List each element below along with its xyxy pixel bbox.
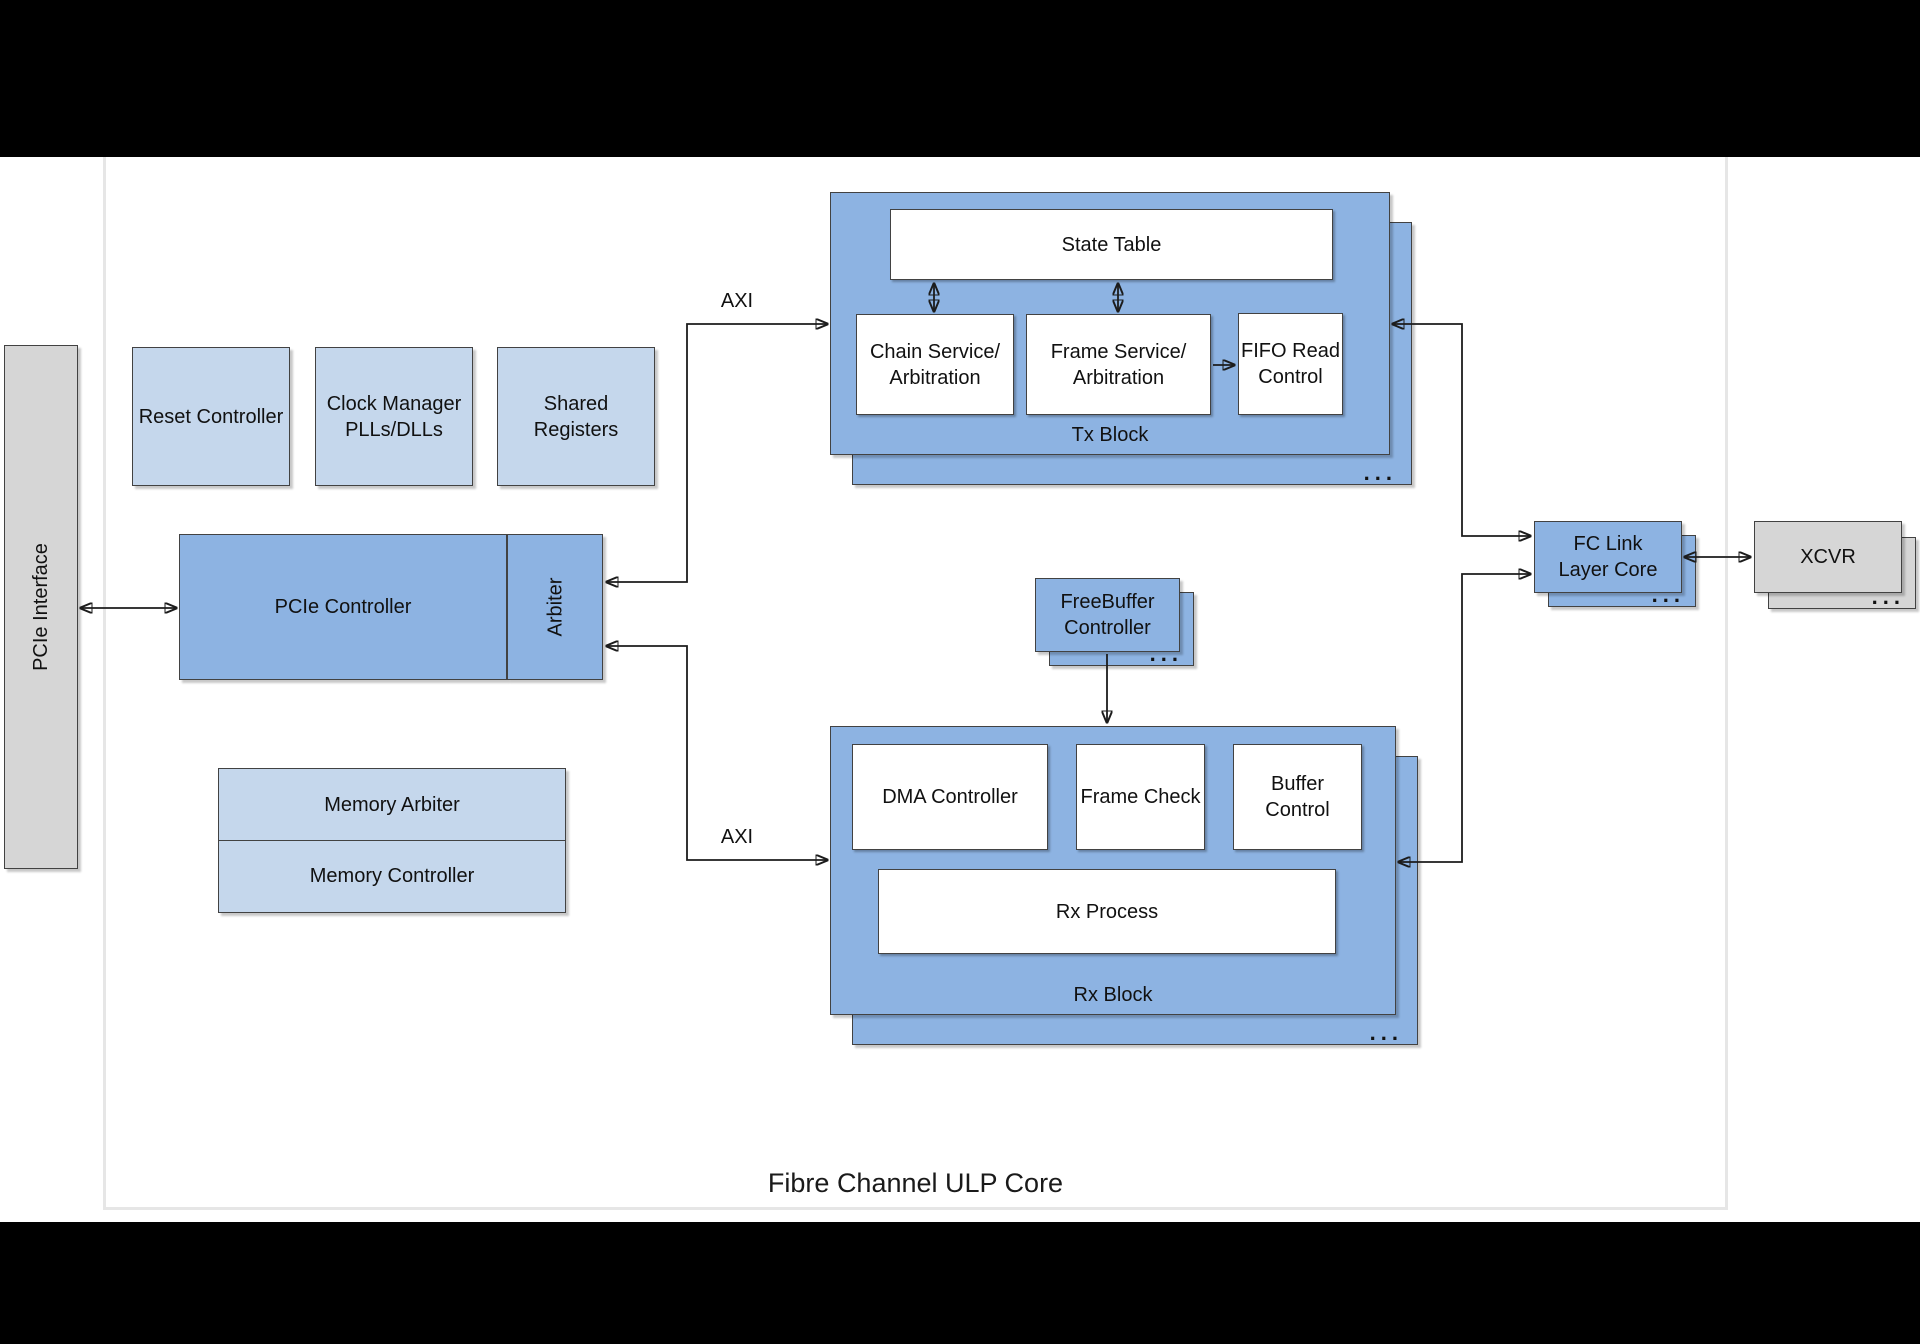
rx-process-label: Rx Process: [1055, 900, 1159, 923]
letterbox-top: [0, 0, 1920, 157]
reset-controller-label: Reset Controller: [138, 405, 284, 428]
arbiter-label: Arbiter: [544, 577, 566, 637]
axi-label-tx: AXI: [720, 290, 754, 312]
rx-process-block: Rx Process: [878, 869, 1336, 954]
pcie-interface-block: PCIe Interface: [4, 345, 78, 869]
chain-service-block: Chain Service/ Arbitration: [856, 314, 1014, 415]
xcvr-label: XCVR: [1800, 546, 1856, 568]
shared-registers-block: Shared Registers: [497, 347, 655, 486]
state-table-block: State Table: [890, 209, 1333, 280]
tx-block-label: Tx Block: [1071, 424, 1149, 446]
freebuffer-controller-label: FreeBuffer Controller: [1060, 591, 1155, 639]
dma-controller-block: DMA Controller: [852, 744, 1048, 850]
freebuffer-controller-block: FreeBuffer Controller: [1035, 578, 1180, 652]
arbiter-block: Arbiter: [507, 534, 603, 680]
shared-registers-label: Shared Registers: [533, 392, 619, 441]
fifo-read-control-block: FIFO Read Control: [1238, 313, 1343, 415]
axi-label-rx: AXI: [720, 826, 754, 848]
chain-service-label: Chain Service/ Arbitration: [869, 340, 1001, 389]
memory-controller-block: Memory Controller: [219, 839, 565, 913]
frame-service-block: Frame Service/ Arbitration: [1026, 314, 1211, 415]
fifo-read-control-label: FIFO Read Control: [1241, 340, 1340, 388]
clock-manager-label: Clock Manager PLLs/DLLs: [326, 392, 462, 441]
fc-link-layer-core-label: FC Link Layer Core: [1558, 533, 1658, 581]
diagram-title: Fibre Channel ULP Core: [767, 1168, 1064, 1198]
memory-arbiter-label: Memory Arbiter: [324, 793, 460, 816]
memory-controller-label: Memory Controller: [309, 865, 475, 888]
reset-controller-block: Reset Controller: [132, 347, 290, 486]
pcie-controller-block: PCIe Controller: [179, 534, 507, 680]
buffer-control-block: Buffer Control: [1233, 744, 1362, 850]
memory-arbiter-block: Memory Arbiter: [219, 769, 565, 841]
frame-check-block: Frame Check: [1076, 744, 1205, 850]
dma-controller-label: DMA Controller: [882, 786, 1018, 808]
letterbox-bottom: [0, 1222, 1920, 1344]
rx-block-more-indicator: ...: [1369, 1020, 1403, 1045]
tx-block-more-indicator: ...: [1363, 460, 1397, 485]
fc-link-layer-core-block: FC Link Layer Core: [1534, 521, 1682, 593]
state-table-label: State Table: [1061, 233, 1162, 256]
buffer-control-label: Buffer Control: [1265, 773, 1330, 821]
pcie-controller-label: PCIe Controller: [274, 596, 412, 618]
rx-block-label: Rx Block: [1073, 984, 1153, 1006]
memory-block: Memory Arbiter Memory Controller: [218, 768, 566, 913]
clock-manager-block: Clock Manager PLLs/DLLs: [315, 347, 473, 486]
pcie-interface-label: PCIe Interface: [30, 543, 52, 671]
xcvr-block: XCVR: [1754, 521, 1902, 593]
frame-service-label: Frame Service/ Arbitration: [1050, 340, 1187, 389]
frame-check-label: Frame Check: [1080, 786, 1201, 808]
